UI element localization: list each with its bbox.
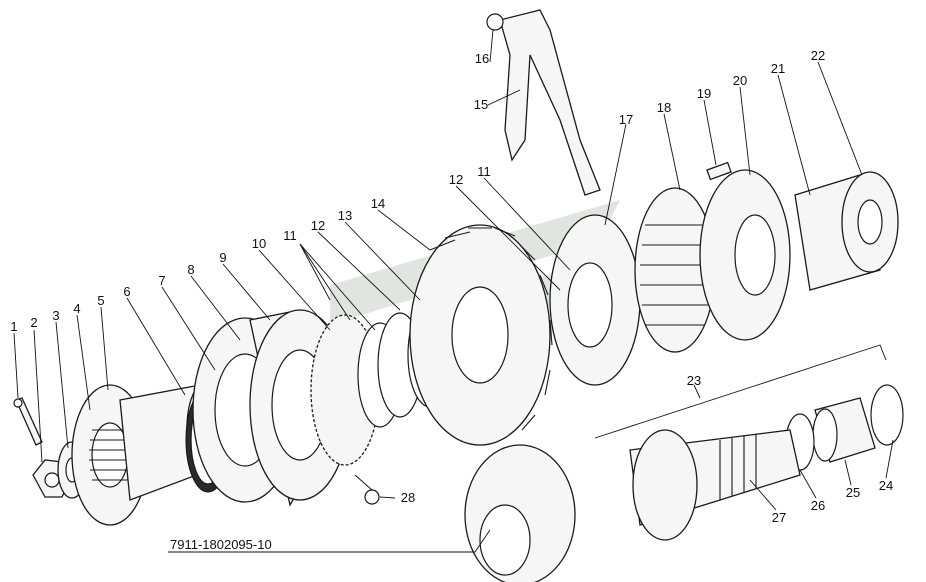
clutch-hub (549, 214, 641, 386)
rear-housing (699, 169, 791, 341)
callout-22: 22 (811, 48, 825, 63)
callout-3: 3 (52, 308, 59, 323)
callout-16: 16 (475, 51, 489, 66)
callout-4: 4 (73, 301, 80, 316)
callout-28: 28 (401, 490, 415, 505)
callout-9: 9 (219, 250, 226, 265)
callout-26: 26 (811, 498, 825, 513)
cotter-pin (13, 397, 43, 446)
callout-19: 19 (697, 86, 711, 101)
drawing-part-number: 7911-1802095-10 (170, 537, 272, 552)
callout-8: 8 (187, 262, 194, 277)
callout-25: 25 (846, 485, 860, 500)
callout-20: 20 (733, 73, 747, 88)
bolt (706, 161, 732, 181)
subassembly-bracket (594, 344, 887, 439)
callout-24: 24 (879, 478, 893, 493)
splined-shaft (629, 429, 801, 541)
callout-23: 23 (687, 373, 701, 388)
end-bearing (794, 171, 899, 291)
ball (364, 489, 380, 505)
leader-lines (13, 29, 894, 553)
callout-27: 27 (772, 510, 786, 525)
callout-11-left: 11 (283, 228, 297, 243)
callout-1: 1 (10, 319, 17, 334)
callout-7: 7 (158, 273, 165, 288)
callout-11-mid: 11 (477, 164, 491, 179)
callout-5: 5 (97, 293, 104, 308)
callout-21: 21 (771, 61, 785, 76)
lower-gear (464, 444, 576, 582)
callout-15: 15 (474, 97, 488, 112)
callout-6: 6 (123, 284, 130, 299)
callout-12-right: 12 (449, 172, 463, 187)
callout-14: 14 (371, 196, 385, 211)
callout-labels: 1 2 3 4 5 6 7 8 9 10 11 11 12 12 13 14 1… (10, 48, 893, 525)
callout-10: 10 (252, 236, 266, 251)
callout-17: 17 (619, 112, 633, 127)
shift-fork (486, 9, 601, 196)
callout-13: 13 (338, 208, 352, 223)
callout-18: 18 (657, 100, 671, 115)
helical-gear (409, 224, 553, 446)
retaining-ring (870, 384, 904, 446)
needle-bearing (812, 397, 876, 463)
callout-2: 2 (30, 315, 37, 330)
callout-12-left: 12 (311, 218, 325, 233)
